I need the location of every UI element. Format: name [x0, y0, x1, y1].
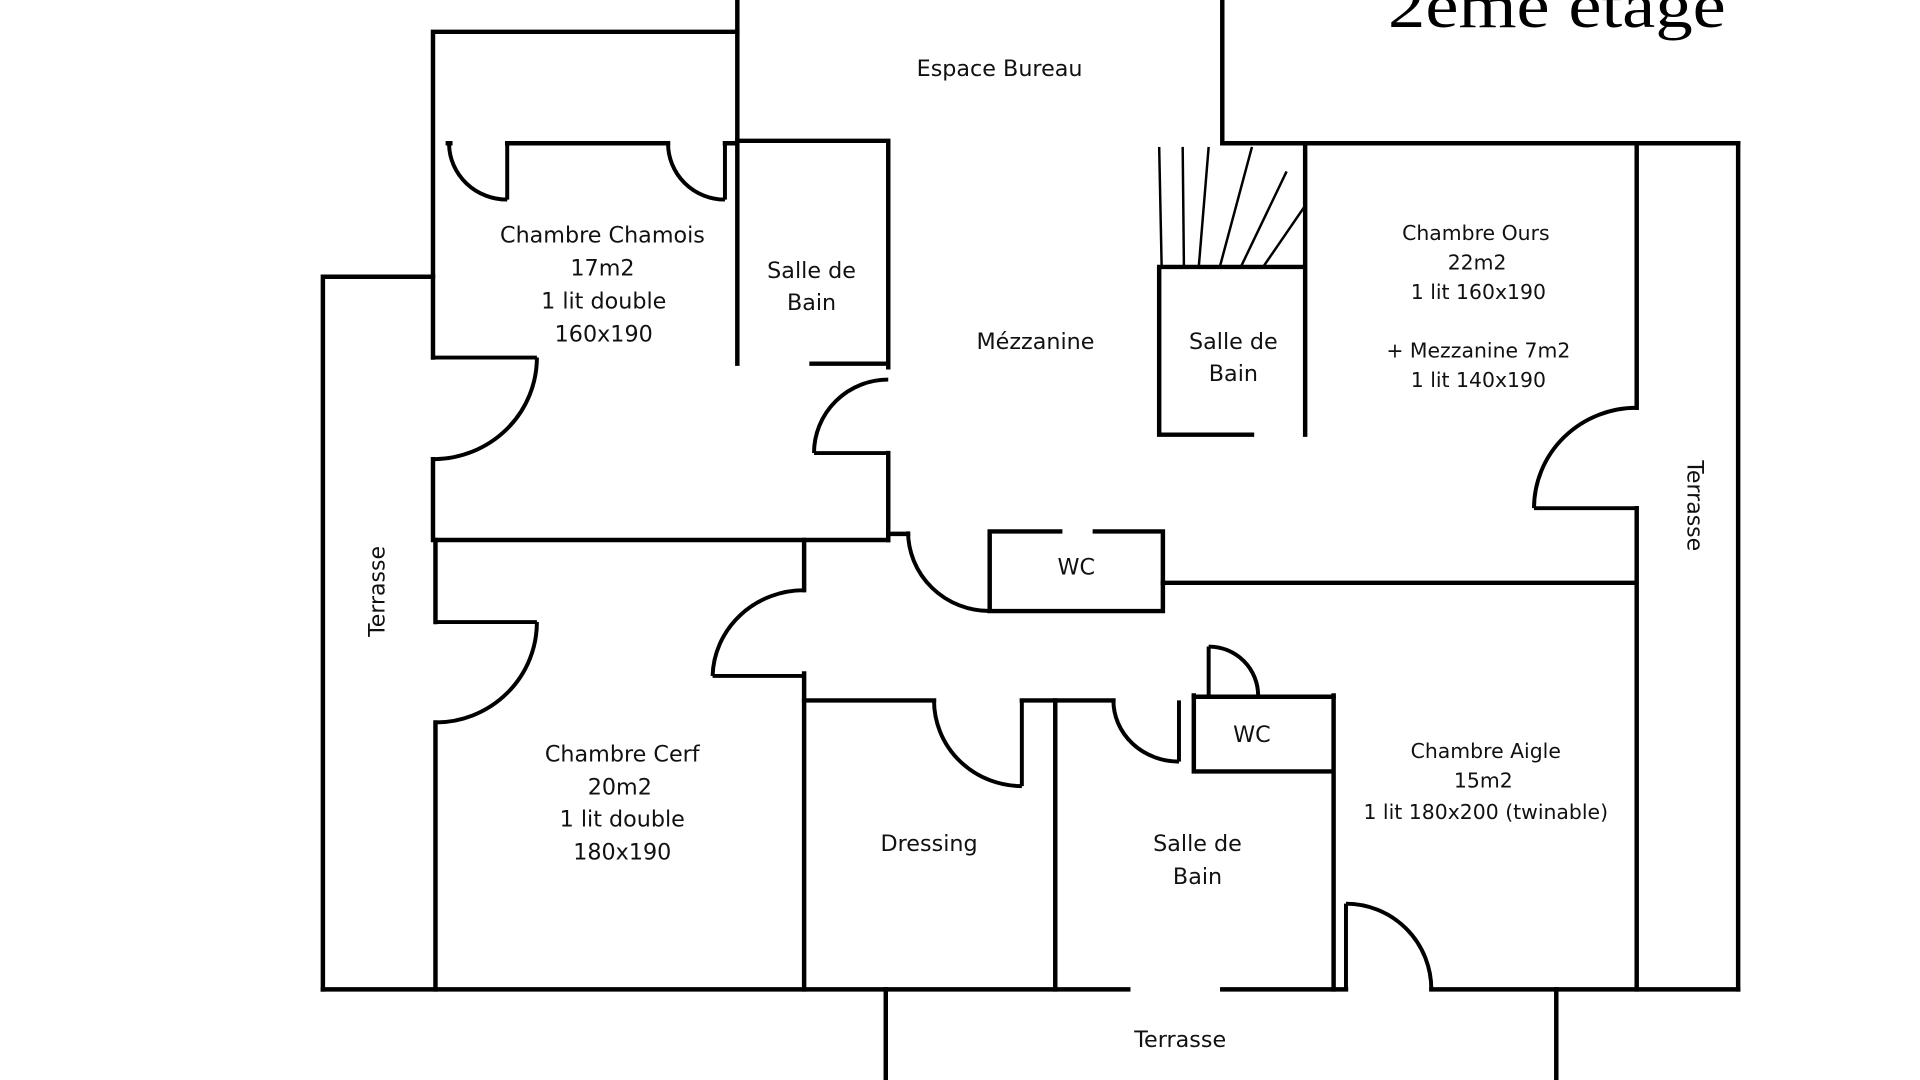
label-salle-de-bain-lower-line1: Salle de: [1153, 831, 1242, 857]
label-wc-lower: WC: [1233, 722, 1271, 748]
door-closet-left: [447, 143, 510, 202]
door-closet-right: [666, 143, 727, 202]
label-salle-de-bain-mezzanine-line2: Bain: [1209, 361, 1258, 387]
label-chambre-cerf-bed: 1 lit double: [560, 807, 685, 833]
wall-salle-de-bain-chamois: [735, 138, 891, 543]
label-chambre-aigle-area: 15m2: [1454, 768, 1513, 792]
wall-chambre-cerf: [433, 537, 807, 992]
door-salle-de-bain-lower: [1111, 700, 1181, 764]
label-salle-de-bain-chamois-line2: Bain: [787, 290, 836, 316]
label-chambre-aigle-bed: 1 lit 180x200 (twinable): [1363, 800, 1608, 824]
label-salle-de-bain-mezzanine-line1: Salle de: [1189, 329, 1278, 355]
wall-espace-bureau: [735, 0, 1741, 146]
label-chambre-chamois-name: Chambre Chamois: [500, 223, 705, 249]
label-chambre-ours-extra-bed: 1 lit 140x190: [1411, 368, 1546, 392]
wall-terrasse-bottom: [883, 987, 1559, 1080]
wall-salle-de-bain-lower: [1053, 693, 1336, 992]
label-chambre-ours-bed: 1 lit 160x190: [1411, 280, 1546, 304]
label-salle-de-bain-lower-line2: Bain: [1173, 864, 1222, 890]
label-terrasse-bottom: Terrasse: [1133, 1027, 1226, 1053]
door-chambre-aigle: [1344, 901, 1434, 990]
label-chambre-cerf-bed-size: 180x190: [573, 840, 671, 866]
door-wc-lower: [1206, 644, 1261, 696]
wall-chambre-chamois: [430, 29, 891, 543]
label-mezzanine: Mézzanine: [976, 329, 1094, 355]
label-chambre-ours-extra: + Mezzanine 7m2: [1386, 339, 1570, 363]
wall-wc-upper: [886, 529, 1166, 614]
label-chambre-chamois-bed-size: 160x190: [555, 322, 653, 348]
wall-terrasse-left: [320, 274, 436, 992]
label-terrasse-right: Terrasse: [1681, 459, 1707, 551]
label-wc-upper: WC: [1058, 554, 1096, 580]
label-chambre-cerf-area: 20m2: [588, 775, 652, 801]
label-espace-bureau: Espace Bureau: [917, 56, 1083, 82]
label-chambre-ours-name: Chambre Ours: [1402, 221, 1549, 245]
label-chambre-chamois-bed: 1 lit double: [541, 289, 666, 315]
label-chambre-aigle-name: Chambre Aigle: [1411, 739, 1561, 763]
label-terrasse-left: Terrasse: [365, 546, 391, 638]
door-chambre-cerf-terrasse: [435, 620, 539, 725]
door-chambre-cerf: [710, 588, 805, 678]
label-chambre-chamois-area: 17m2: [570, 256, 634, 282]
label-chambre-cerf-name: Chambre Cerf: [545, 742, 701, 768]
door-dressing: [932, 700, 1024, 789]
wall-chambre-ours: [1160, 141, 1639, 992]
label-chambre-ours-area: 22m2: [1448, 250, 1507, 274]
staircase: [1157, 146, 1307, 268]
label-salle-de-bain-chamois-line1: Salle de: [767, 258, 856, 284]
door-salle-de-bain-chamois: [812, 377, 889, 456]
door-corridor-wc: [906, 531, 990, 613]
door-chambre-chamois: [432, 355, 539, 462]
label-dressing: Dressing: [881, 831, 978, 857]
floor-title: 2ème étage: [1388, 0, 1726, 41]
door-chambre-ours: [1532, 405, 1637, 511]
wall-salle-de-bain-mezzanine: [1156, 141, 1308, 437]
